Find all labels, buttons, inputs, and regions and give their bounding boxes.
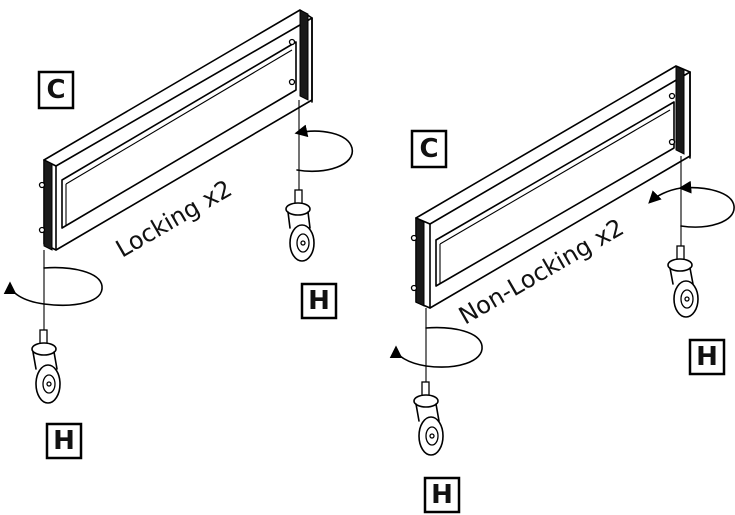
svg-text:H: H	[53, 426, 75, 456]
part-c-label-right: C	[410, 129, 448, 169]
caster-right-frame-right	[648, 156, 735, 318]
caster-left-frame-left	[3, 250, 103, 404]
svg-text:C: C	[419, 134, 438, 164]
part-h-label-left-right: H	[300, 282, 338, 320]
part-h-label-right-bottom: H	[423, 476, 461, 514]
part-h-label-left-bottom: H	[45, 422, 83, 460]
svg-text:H: H	[431, 480, 453, 510]
part-c-label-left: C	[37, 70, 75, 110]
frame-panel-non-locking	[410, 65, 691, 309]
right-assembly: C Non-Locking x2	[389, 65, 735, 514]
svg-text:H: H	[308, 286, 330, 316]
left-assembly: C Locking x2	[3, 9, 353, 460]
part-c-label-text: C	[46, 75, 65, 105]
svg-text:H: H	[696, 342, 718, 372]
frame-panel-locking	[38, 9, 313, 251]
part-h-label-right-right: H	[688, 338, 726, 376]
caster-right-frame-left	[389, 308, 483, 456]
caster-left-frame-right	[285, 100, 353, 262]
